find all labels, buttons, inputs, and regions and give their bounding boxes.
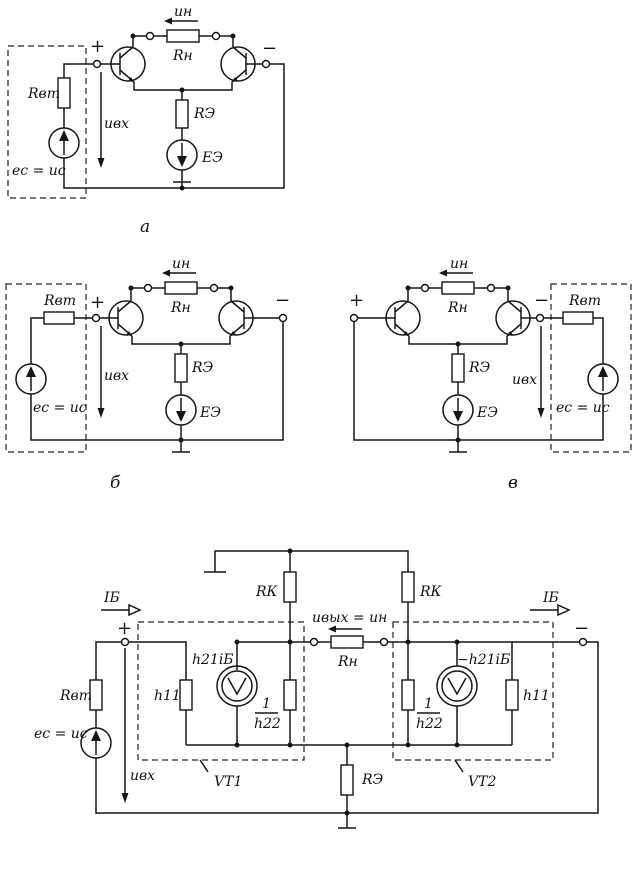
label-h22-num-1: 1: [262, 696, 271, 712]
label-e-source-v: eс = uс: [556, 400, 610, 416]
emitter-resistor-eq: [340, 764, 354, 796]
diagram-a: [7, 17, 285, 199]
source-resistor-b: [43, 311, 75, 325]
source-box-v: [550, 283, 632, 453]
label-plus-a: +: [90, 36, 105, 57]
label-minus-v: −: [534, 290, 549, 311]
emitter-resistor-v: [451, 353, 465, 383]
label-u-input-a: uвх: [104, 116, 129, 132]
label-minus-eq: −: [574, 618, 589, 639]
label-r-emitter-a: RЭ: [193, 106, 216, 122]
diagram-b: [5, 269, 288, 453]
label-minus-b: −: [275, 290, 290, 311]
label-e-emitter-a: EЭ: [201, 150, 223, 166]
label-i-base-1: IБ: [103, 590, 120, 606]
label-plus-v: +: [349, 290, 364, 311]
label-plus-eq: +: [117, 618, 132, 639]
h22-resistor-1: [283, 679, 297, 711]
h22-resistor-2: [401, 679, 415, 711]
source-box-b: [5, 283, 87, 453]
label-vt2: VT2: [468, 774, 496, 790]
label-h22-den-1: h22: [254, 716, 281, 732]
label-r-source-b: Rвт: [43, 293, 76, 309]
collector-resistor-2: [401, 571, 415, 603]
label-e-source-a: eс = uс: [12, 163, 66, 179]
vt2-box: [392, 621, 554, 761]
load-resistor-b: [164, 281, 198, 295]
vt1-box: [137, 621, 305, 761]
label-r-emitter-b: RЭ: [191, 360, 214, 376]
h11-resistor-2: [505, 679, 519, 711]
diagram-v: [349, 269, 632, 453]
label-h22-den-2: h22: [416, 716, 443, 732]
label-vt1: VT1: [214, 774, 242, 790]
label-u-input-eq: uвх: [130, 768, 155, 784]
label-r-emitter-eq: RЭ: [361, 772, 384, 788]
transistor-left-a: [106, 46, 146, 83]
equivalent-circuit: [80, 548, 599, 829]
source-resistor-v: [562, 311, 594, 325]
load-resistor-eq: [330, 635, 364, 649]
label-e-source-eq: eс = uс: [34, 726, 88, 742]
label-h21-2: −h21iБ: [457, 652, 510, 668]
transistor-right-b: [218, 300, 280, 337]
label-r-collector-1: RК: [255, 584, 279, 600]
collector-resistor-1: [283, 571, 297, 603]
dependent-source-1: [216, 665, 258, 707]
transistor-right-a: [220, 46, 262, 83]
label-h11-1: h11: [154, 688, 181, 704]
load-resistor-v: [441, 281, 475, 295]
emitter-resistor-a: [175, 99, 189, 129]
source-box-a: [7, 45, 87, 199]
label-plus-b: +: [90, 292, 105, 313]
transistor-left-b: [104, 300, 144, 337]
label-e-emitter-b: EЭ: [199, 405, 221, 421]
label-h21-1: h21iБ: [192, 652, 234, 668]
caption-v: в: [508, 473, 518, 493]
transistor-right-v: [495, 300, 536, 337]
transistor-left-v: [357, 300, 421, 337]
emitter-resistor-b: [174, 353, 188, 383]
label-u-load-v: uн: [450, 256, 468, 272]
label-u-out: uвых = uн: [312, 610, 387, 626]
label-r-collector-2: RК: [419, 584, 443, 600]
label-u-load-a: uн: [174, 4, 192, 20]
label-r-emitter-v: RЭ: [468, 360, 491, 376]
label-minus-a: −: [262, 38, 277, 59]
label-r-load-a: Rн: [172, 48, 193, 64]
label-e-source-b: eс = uс: [33, 400, 87, 416]
label-r-source-a: Rвт: [27, 86, 60, 102]
label-e-emitter-v: EЭ: [476, 405, 498, 421]
label-u-load-b: uн: [172, 256, 190, 272]
label-r-load-v: Rн: [447, 300, 468, 316]
label-r-source-v: Rвт: [568, 293, 601, 309]
caption-b: б: [110, 473, 121, 493]
label-r-load-eq: Rн: [337, 654, 358, 670]
label-i-base-2: IБ: [542, 590, 559, 606]
label-u-input-b: uвх: [104, 368, 129, 384]
dependent-source-2: [436, 665, 478, 707]
load-resistor-a: [166, 29, 200, 43]
h11-resistor-1: [179, 679, 193, 711]
label-h22-num-2: 1: [424, 696, 433, 712]
label-r-load-b: Rн: [170, 300, 191, 316]
label-h11-2: h11: [523, 688, 550, 704]
caption-a: а: [140, 217, 150, 237]
label-u-input-v: uвх: [512, 372, 537, 388]
label-r-source-eq: Rвт: [59, 688, 92, 704]
